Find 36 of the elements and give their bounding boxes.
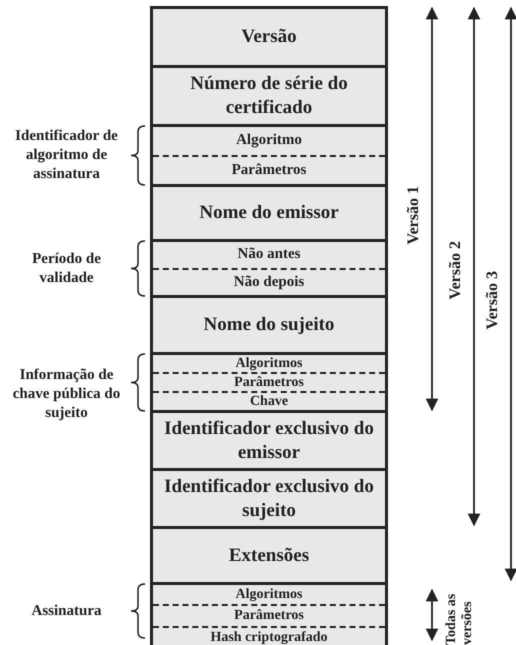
field-box: [150, 239, 388, 298]
field-name: Algoritmos: [236, 587, 302, 602]
field-box: [150, 582, 388, 645]
field-box: [150, 410, 388, 471]
field-name: Parâmetros: [232, 162, 306, 178]
field-box: [150, 526, 388, 585]
field-name: Versão: [241, 25, 297, 49]
version-label: Todas as versões: [444, 592, 476, 645]
field-name: Algoritmo: [236, 133, 302, 148]
field-name: Parâmetros: [234, 375, 304, 390]
field-box: [150, 184, 388, 242]
field-box: [150, 65, 388, 127]
field-name: Não depois: [234, 274, 304, 290]
field-box: [150, 124, 388, 187]
version-label: Versão 3: [484, 270, 502, 330]
field-name: Chave: [250, 394, 288, 409]
field-name: Identificador exclusivo do sujeito: [163, 474, 375, 522]
version-label: Versão 1: [405, 186, 423, 244]
field-box: [150, 295, 388, 355]
group-label: Informação de chave pública do sujeito: [12, 366, 122, 423]
group-label: Identificador de algoritmo de assinatura: [14, 127, 119, 184]
version-label: Versão 2: [447, 240, 465, 300]
field-name: Não antes: [238, 247, 300, 262]
group-label: Período de validade: [31, 250, 102, 288]
field-box: [150, 352, 388, 413]
field-box: [150, 6, 388, 68]
field-name: Algoritmos: [236, 356, 302, 371]
field-name: Nome do sujeito: [204, 313, 334, 337]
field-box: [150, 468, 388, 529]
group-label: Assinatura: [30, 602, 102, 620]
field-name: Número de série do certificado: [189, 72, 349, 120]
field-name: Extensões: [228, 544, 310, 568]
field-name: Parâmetros: [234, 608, 304, 624]
field-name: Identificador exclusivo do emissor: [163, 416, 375, 464]
field-name: Nome do emissor: [199, 201, 339, 225]
field-name: Hash criptografado: [210, 630, 328, 645]
